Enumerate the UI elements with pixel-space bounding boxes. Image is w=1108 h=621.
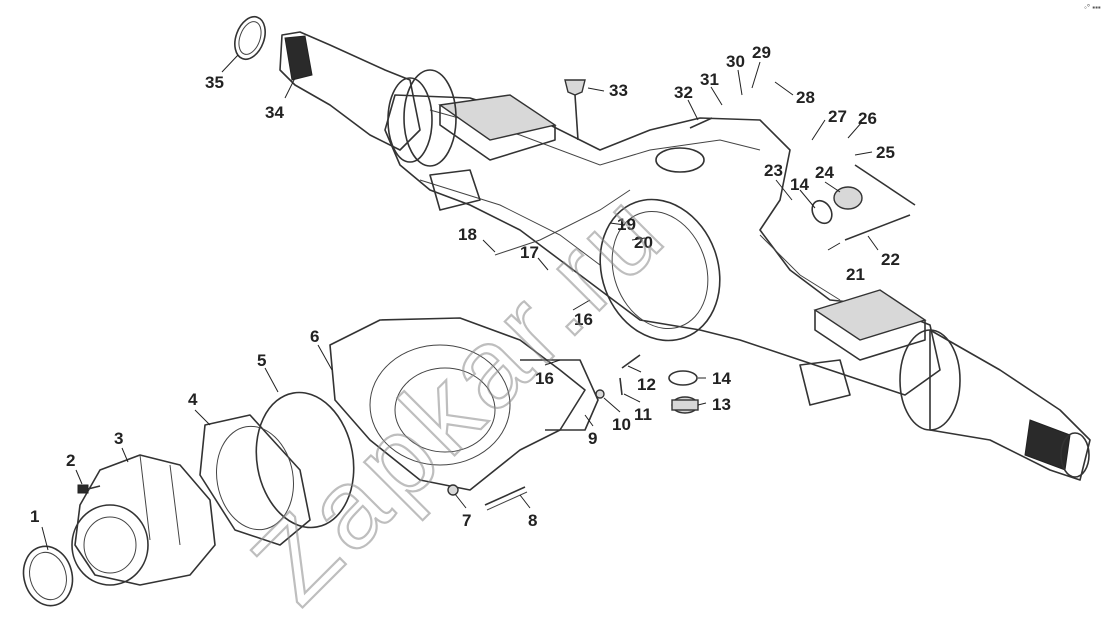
right-spindle: [899, 329, 1091, 481]
callout-35: 35: [205, 73, 224, 92]
callout-34: 34: [265, 103, 284, 122]
callout-7: 7: [462, 511, 471, 530]
callout-29: 29: [752, 43, 771, 62]
nut-10: [595, 389, 605, 399]
callout-18: 18: [458, 225, 477, 244]
callout-28: 28: [796, 88, 815, 107]
callout-26: 26: [858, 109, 877, 128]
callout-14-upper: 14: [790, 175, 809, 194]
ring-14-lower: [668, 370, 698, 386]
callout-3: 3: [114, 429, 123, 448]
callout-22: 22: [881, 250, 900, 269]
callout-8: 8: [528, 511, 537, 530]
callout-labels: 1 2 3 4 5 6 7 8 9 10 11 12 13 14 16 16 1…: [30, 43, 900, 530]
nut-7: [447, 484, 459, 496]
rod-22: [844, 164, 916, 241]
callout-19: 19: [617, 215, 636, 234]
callout-27: 27: [828, 107, 847, 126]
callout-16-upper: 16: [574, 310, 593, 329]
input-housing-3: [71, 454, 216, 586]
callout-12: 12: [637, 375, 656, 394]
ring-14-upper: [811, 199, 833, 225]
callout-24: 24: [815, 163, 834, 182]
axle-housing: [384, 94, 941, 406]
pin-11: [619, 377, 623, 396]
callout-14-lower: 14: [712, 369, 731, 388]
callout-32: 32: [674, 83, 693, 102]
seal-ring-1: [22, 545, 74, 607]
callout-17: 17: [520, 243, 539, 262]
pipe-18: [494, 189, 631, 256]
callout-16-lower: 16: [535, 369, 554, 388]
callout-1: 1: [30, 507, 39, 526]
callout-30: 30: [726, 52, 745, 71]
callout-6: 6: [310, 327, 319, 346]
callout-4: 4: [188, 390, 198, 409]
stud-12: [621, 354, 641, 369]
bolt-32: [689, 117, 713, 129]
callout-11: 11: [634, 405, 652, 424]
callout-5: 5: [257, 351, 266, 370]
flange-plate-4: [199, 414, 311, 546]
callout-2: 2: [66, 451, 75, 470]
callout-10: 10: [612, 415, 631, 434]
callout-25: 25: [876, 143, 895, 162]
left-spindle: [279, 31, 457, 167]
corner-mark: ◦° ▪▪▪: [1084, 3, 1101, 12]
plug-13: [671, 396, 699, 414]
callout-13: 13: [712, 395, 731, 414]
callout-33: 33: [609, 81, 628, 100]
bracket-24: [833, 186, 863, 210]
callout-9: 9: [588, 429, 597, 448]
leader-lines: [41, 54, 879, 551]
gasket-5: [255, 391, 355, 529]
seal-ring-35: [234, 15, 266, 61]
callout-31: 31: [700, 70, 719, 89]
stud-8: [484, 486, 528, 511]
callout-23: 23: [764, 161, 783, 180]
callout-20: 20: [634, 233, 653, 252]
bolt-2: [77, 484, 101, 494]
breather-33: [564, 79, 586, 141]
callout-21: 21: [846, 265, 865, 284]
